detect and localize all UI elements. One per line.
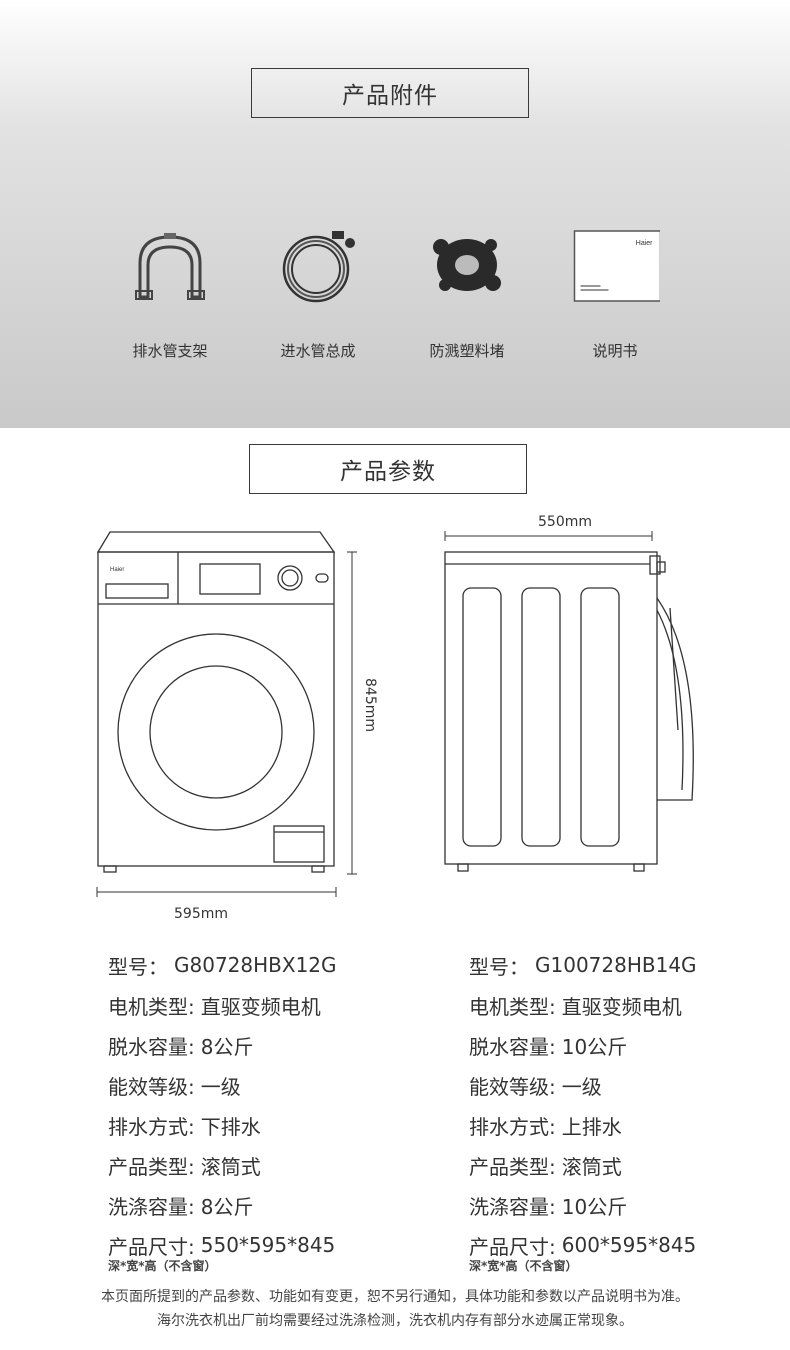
spec-size-note: 深*宽*高（不含窗） (108, 1259, 217, 1273)
spec-row-drain: 排水方式:上排水 (469, 1114, 622, 1139)
spec-row-energy: 能效等级:一级 (469, 1074, 602, 1099)
front-view (96, 531, 336, 873)
drain-bracket-icon (135, 233, 205, 300)
spec-row-wash-capacity: 洗涤容量:10公斤 (469, 1194, 628, 1219)
height-label: 845mm (362, 678, 378, 732)
manual-brand: Haier (636, 240, 653, 247)
specs-title: 产品参数 (249, 444, 527, 494)
spec-row-model: 型号：G100728HB14G (469, 953, 697, 979)
spec-row-wash-capacity: 洗涤容量:8公斤 (108, 1194, 254, 1219)
spec-row-drain: 排水方式:下排水 (108, 1114, 261, 1139)
spec-column-model-2: 型号：G100728HB14G 电机类型:直驱变频电机 脱水容量:10公斤 能效… (469, 945, 789, 1274)
spec-row-motor: 电机类型:直驱变频电机 (108, 994, 321, 1019)
accessory-inlet-hose: 进水管总成 (243, 225, 393, 365)
side-view (444, 551, 694, 872)
plastic-plug-icon (433, 239, 501, 291)
width-label: 595mm (174, 906, 228, 922)
accessory-manual: Haier 说明书 (540, 225, 690, 365)
spec-row-motor: 电机类型:直驱变频电机 (469, 994, 682, 1019)
accessory-label: 说明书 (592, 342, 638, 360)
accessory-label: 排水管支架 (132, 342, 208, 360)
disclaimer-line-2: 海尔洗衣机出厂前均需要经过洗涤检测，洗衣机内存有部分水迹属正常现象。 (157, 1313, 633, 1329)
inlet-hose-icon (282, 231, 355, 303)
spec-row-energy: 能效等级:一级 (108, 1074, 241, 1099)
spec-row-model: 型号：G80728HBX12G (108, 953, 337, 979)
spec-row-type: 产品类型:滚筒式 (108, 1154, 261, 1179)
spec-row-size: 产品尺寸:600*595*845 (469, 1233, 697, 1259)
spec-column-model-1: 型号：G80728HBX12G 电机类型:直驱变频电机 脱水容量:8公斤 能效等… (108, 945, 428, 1274)
accessories-section: 产品附件 排水管支架 进水管总成 防溅塑料堵 (0, 0, 790, 428)
accessory-plastic-plug: 防溅塑料堵 (392, 225, 542, 365)
accessory-drain-bracket: 排水管支架 (95, 225, 245, 365)
dimension-drawing: Haier (0, 500, 790, 940)
spec-row-spin-capacity: 脱水容量:10公斤 (469, 1034, 628, 1059)
disclaimer: 本页面所提到的产品参数、功能如有变更，恕不另行通知，具体功能和参数以产品说明书为… (0, 1285, 790, 1333)
washer-drawing: Haier (96, 531, 694, 897)
accessories-title: 产品附件 (251, 68, 529, 118)
accessory-label: 进水管总成 (280, 342, 356, 360)
depth-label: 550mm (538, 514, 592, 530)
spec-row-type: 产品类型:滚筒式 (469, 1154, 622, 1179)
spec-size-note: 深*宽*高（不含窗） (469, 1259, 578, 1273)
disclaimer-line-1: 本页面所提到的产品参数、功能如有变更，恕不另行通知，具体功能和参数以产品说明书为… (101, 1289, 689, 1305)
spec-row-spin-capacity: 脱水容量:8公斤 (108, 1034, 254, 1059)
front-brand-logo: Haier (110, 567, 124, 573)
manual-icon: Haier (573, 230, 660, 302)
accessory-label: 防溅塑料堵 (429, 342, 505, 360)
spec-row-size: 产品尺寸:550*595*845 (108, 1233, 336, 1259)
